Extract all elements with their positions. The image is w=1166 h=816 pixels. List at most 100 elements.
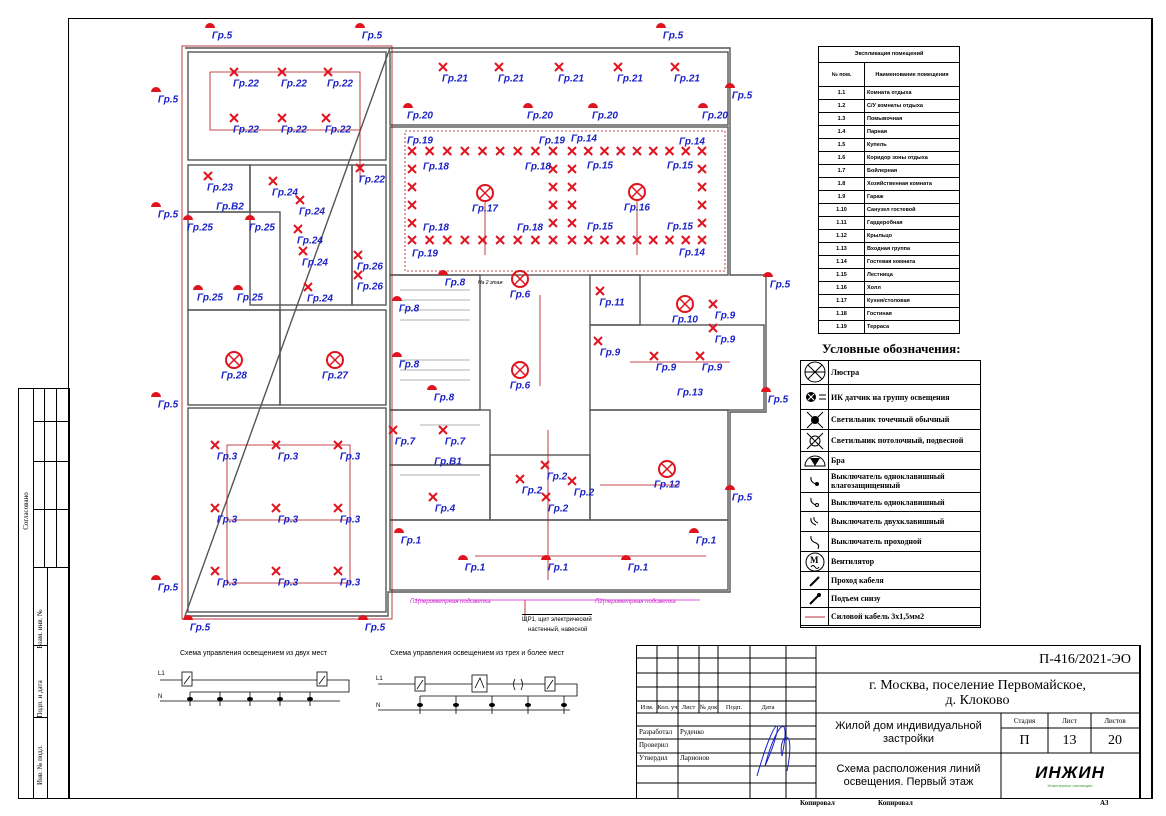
wall-sconce-icon	[392, 296, 402, 301]
group-label: Гр.23	[207, 182, 233, 194]
room-name: Санузел гостевой	[867, 207, 916, 213]
room-number: 1.7	[819, 165, 865, 177]
legend-table	[800, 360, 981, 628]
approved-label: Утвердил	[639, 754, 668, 762]
approved-by: Ларионов	[680, 754, 710, 762]
company-logo: ИНЖИН Инженерные инновации	[1001, 753, 1139, 798]
lamp-icon	[247, 697, 253, 701]
legend-item-label: Подъем снизу	[831, 594, 881, 603]
light-fixtures	[151, 23, 773, 620]
spot-light-icon	[438, 62, 448, 72]
spot-light-icon	[632, 146, 642, 156]
spot-light-icon	[321, 113, 331, 123]
wall-sconce-icon	[233, 285, 243, 290]
sheet-title-line-1: Схема расположения линий	[836, 762, 981, 775]
spot-light-icon	[494, 62, 504, 72]
spot-light-icon	[460, 235, 470, 245]
legend-item: Светильник точечный обычный	[801, 410, 980, 430]
sheet-label: Лист	[1062, 716, 1077, 725]
address-line-1: г. Москва, поселение Первомайское,	[869, 678, 1086, 693]
group-label: Гр.В2	[216, 201, 244, 213]
logo-subtitle: Инженерные инновации	[1047, 783, 1093, 788]
room-number: 1.10	[819, 204, 865, 216]
lamp-icon	[277, 697, 283, 701]
spot-light-icon	[277, 67, 287, 77]
cable-rise-icon	[801, 590, 829, 607]
legend-item-label: Проход кабеля	[831, 576, 884, 585]
spot-light-icon	[670, 62, 680, 72]
wall-sconce-icon	[193, 285, 203, 290]
group-label: Гр.20	[407, 110, 433, 122]
group-label: Гр.20	[592, 110, 618, 122]
spot-light-icon	[567, 182, 577, 192]
group-label: Гр.В1	[434, 456, 462, 468]
spot-light-icon	[229, 67, 239, 77]
stairs-note: На 2 этаж	[478, 280, 503, 286]
spot-light-icon	[428, 492, 438, 502]
spot-light-icon	[599, 146, 610, 156]
spot-light-icon	[293, 224, 303, 234]
group-label: Гр.16	[624, 202, 650, 214]
spot-light-icon	[407, 200, 417, 210]
group-label: Гр.14	[679, 136, 705, 148]
wall-sconce-icon	[151, 575, 161, 580]
spot-light-icon	[303, 282, 313, 292]
legend-item-label: Выключатель одноклавишный	[831, 497, 945, 507]
group-label: Гр.2	[546, 471, 568, 483]
spot-light-icon	[355, 163, 365, 173]
title-block-header: Дата	[761, 703, 775, 711]
group-label: Гр.5	[157, 582, 179, 594]
group-label: Гр.25	[187, 222, 213, 234]
spot-light-icon	[664, 146, 675, 156]
ceiling-light-icon	[801, 430, 829, 451]
spot-light-icon	[271, 566, 281, 576]
room-number: 1.8	[819, 178, 865, 190]
group-label: Гр.5	[364, 622, 386, 634]
spot-light-icon	[515, 474, 525, 484]
title-block-header: Кол. уч	[657, 703, 678, 711]
spot-light-icon	[664, 235, 675, 245]
legend-item-label: Светильник точечный обычный	[831, 415, 950, 424]
cable-up-icon	[801, 572, 829, 589]
room-name: Входная группа	[867, 246, 911, 252]
wall-sconce-icon	[541, 555, 551, 560]
side-stamp: Согласовано Взам. инв. № Подп. и дата Ин…	[18, 388, 70, 799]
wall-sconce-icon	[763, 272, 773, 277]
group-label: Гр.19	[412, 248, 438, 260]
room-number: 1.16	[819, 282, 865, 294]
chandelier-icon	[801, 360, 829, 384]
spot-light-icon	[271, 503, 281, 513]
panel-note: ЩР1, щит электрический настенный, навесн…	[522, 614, 592, 635]
group-label: Гр.22	[325, 124, 351, 136]
lamp-icon	[187, 697, 193, 701]
group-label: Гр.20	[702, 110, 728, 122]
group-label: Гр.21	[617, 73, 643, 85]
group-label: Гр.1	[400, 535, 422, 547]
spot-light-icon	[697, 200, 707, 210]
spot-light-icon	[477, 146, 488, 156]
spot-light-icon	[323, 67, 333, 77]
spot-light-icon	[583, 235, 593, 245]
group-label: Гр.28	[221, 370, 247, 382]
room-number: 1.17	[819, 295, 865, 307]
legend-item: Проход кабеля	[801, 572, 980, 590]
wall-sconce-icon	[183, 615, 193, 620]
group-label: Гр.8	[444, 277, 466, 289]
group-label: Гр.15	[667, 221, 693, 233]
sheet-title: Схема расположения линий освещения. Перв…	[816, 753, 1001, 798]
legend-item: ИК датчик на группу освещения	[801, 385, 980, 410]
spot-light-icon	[548, 218, 558, 228]
legend-item: Выключатель одноклавишный влагозащищенны…	[801, 470, 980, 493]
spot-light-icon	[424, 146, 435, 156]
group-label: Гр.21	[558, 73, 584, 85]
spot-light-icon	[567, 218, 577, 228]
spot-light-icon	[681, 235, 691, 245]
room-number: 1.2	[819, 100, 865, 112]
spot-light-icon	[616, 235, 626, 245]
wall-sconce-icon	[458, 555, 468, 560]
